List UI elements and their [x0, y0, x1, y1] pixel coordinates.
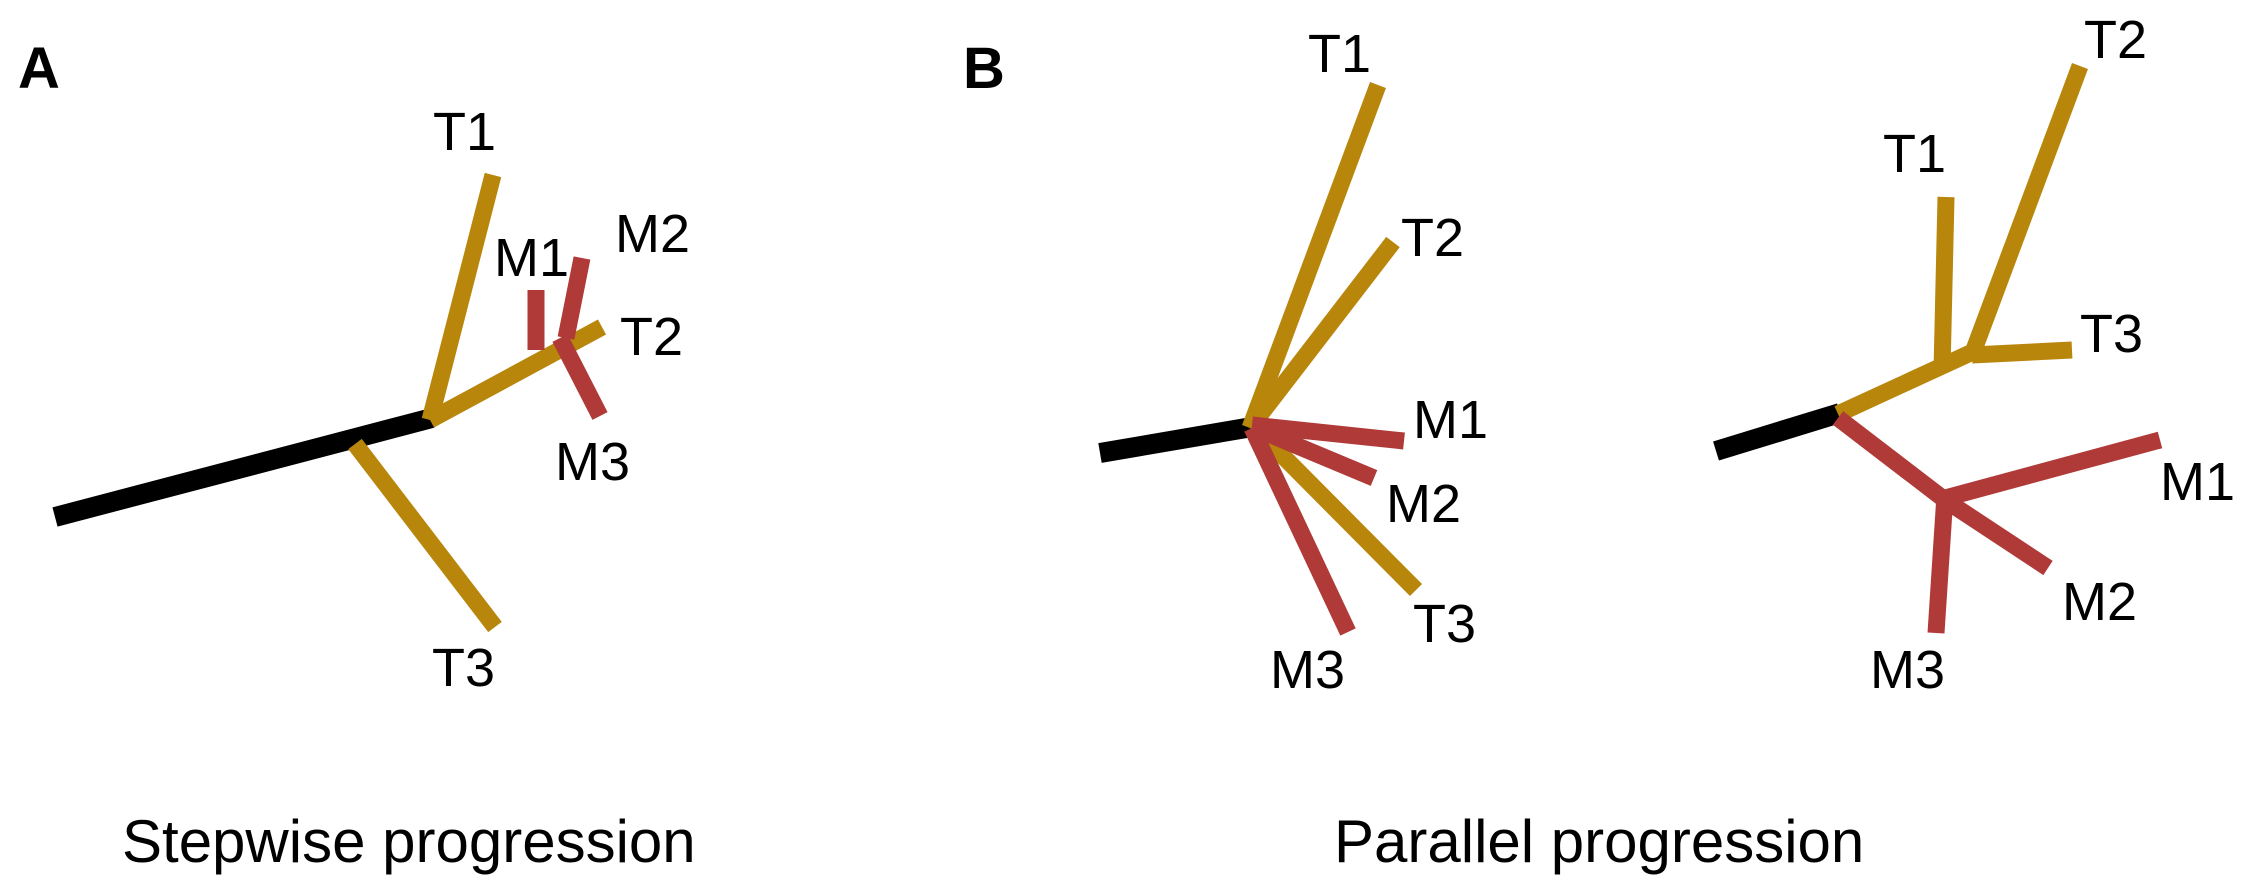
panel-b1-branch-t1 [1242, 82, 1386, 431]
panel-b2-trunk [1713, 403, 1843, 461]
panel-b1-label-t3: T3 [1413, 594, 1476, 654]
panel-a-label-m2: M2 [615, 204, 690, 264]
panel-a: A T1 M1 M2 T2 M3 T3 Stepwise progression [18, 36, 696, 875]
panel-b1-trunk [1098, 417, 1254, 463]
panel-a-label-t1: T1 [433, 102, 496, 162]
panel-b-tree-1: B T1 T2 M1 M2 T3 M3 [963, 24, 1488, 700]
panel-b-caption: Parallel progression [1334, 808, 1864, 875]
panel-b2-branch-t1 [1933, 196, 1955, 372]
panel-a-branch-t3 [348, 438, 502, 633]
panel-a-label-m1: M1 [494, 228, 569, 288]
panel-b-tree-2: T1 T2 T3 M1 M2 M3 Parallel progression [1334, 10, 2235, 875]
panel-b1-label-t1: T1 [1308, 24, 1371, 84]
panel-b2-tumor-stem [1834, 342, 1981, 422]
panel-b1-label-m2: M2 [1386, 474, 1461, 534]
panel-b2-branch-t3 [1971, 341, 2073, 364]
panel-a-branch-m2 [557, 256, 591, 340]
panel-b1-label-t2: T2 [1401, 208, 1464, 268]
panel-b2-label-t3: T3 [2080, 304, 2143, 364]
panel-b1-label-m1: M1 [1413, 390, 1488, 450]
panel-b1-branch-t2 [1243, 236, 1400, 434]
panel-a-branch-m3 [552, 334, 608, 420]
panel-a-label-t3: T3 [432, 638, 495, 698]
panel-a-label-m3: M3 [555, 432, 630, 492]
panel-b2-branch-t2 [1964, 63, 2088, 358]
panel-b2-label-t1: T1 [1883, 124, 1946, 184]
panel-b-letter: B [963, 36, 1005, 101]
panel-b2-label-t2: T2 [2084, 10, 2147, 70]
panel-b2-branch-m2 [1940, 492, 2053, 576]
panel-b1-branch-m1 [1251, 416, 1405, 450]
panel-b2-branch-m1 [1935, 431, 2163, 509]
panel-a-trunk [52, 408, 435, 527]
panel-b1-label-m3: M3 [1270, 640, 1345, 700]
panel-a-letter: A [18, 36, 60, 101]
panel-b2-label-m3: M3 [1870, 640, 1945, 700]
panel-a-label-t2: T2 [620, 307, 683, 367]
panel-b2-branch-m3 [1927, 494, 1954, 634]
panel-b1-branch-t3 [1248, 422, 1423, 596]
panel-a-branch-t2 [425, 319, 607, 428]
panel-b2-label-m2: M2 [2062, 572, 2137, 632]
panel-a-branch-t1 [421, 172, 502, 423]
panel-b1-branch-m2 [1248, 419, 1378, 486]
panel-b2-metastasis-stem [1832, 411, 1951, 507]
panel-a-caption: Stepwise progression [122, 808, 696, 875]
panel-b2-label-m1: M1 [2160, 452, 2235, 512]
panel-b1-branch-m3 [1244, 424, 1356, 636]
